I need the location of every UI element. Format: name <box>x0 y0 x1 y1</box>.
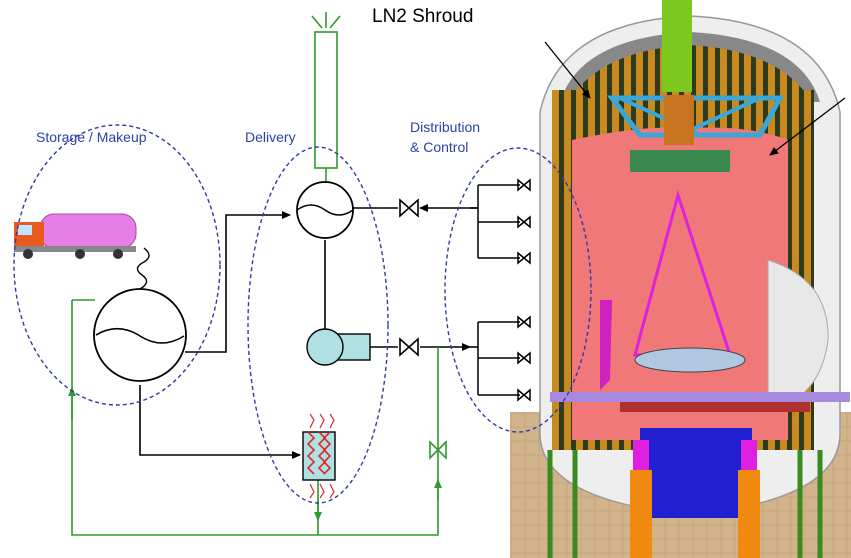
vacuum-chamber <box>510 0 851 558</box>
valve-icon <box>517 178 531 402</box>
delivery-group <box>247 146 389 504</box>
storage-label: Storage / Makeup <box>36 129 147 145</box>
shroud-pointer-right <box>769 97 846 156</box>
distribution-group <box>444 147 592 433</box>
pump-icon <box>306 328 371 366</box>
platform <box>550 392 850 402</box>
leg-left <box>630 470 652 558</box>
distribution-label-line2: & Control <box>410 139 468 155</box>
truck-icon <box>14 213 137 259</box>
delivery-label: Delivery <box>245 129 296 145</box>
group-outlines <box>13 124 592 504</box>
distribution-label-line1: Distribution <box>410 119 480 135</box>
valve-icon <box>399 198 419 357</box>
return-lines <box>68 31 442 536</box>
blue-truss <box>606 95 785 138</box>
shroud-label: LN2 Shroud <box>372 6 473 27</box>
top-feedthrough <box>662 0 692 92</box>
base-unit <box>640 428 752 518</box>
leg-right <box>738 470 760 558</box>
valve-icon <box>429 440 447 460</box>
heater-icon <box>302 413 336 499</box>
process-lines <box>139 204 478 459</box>
distribution-manifold <box>477 184 520 396</box>
vent-icon <box>311 12 341 29</box>
storage-group <box>13 124 221 406</box>
shroud-pointer <box>544 41 591 99</box>
tank-icon <box>93 247 187 382</box>
phase-separator-icon <box>296 181 354 239</box>
